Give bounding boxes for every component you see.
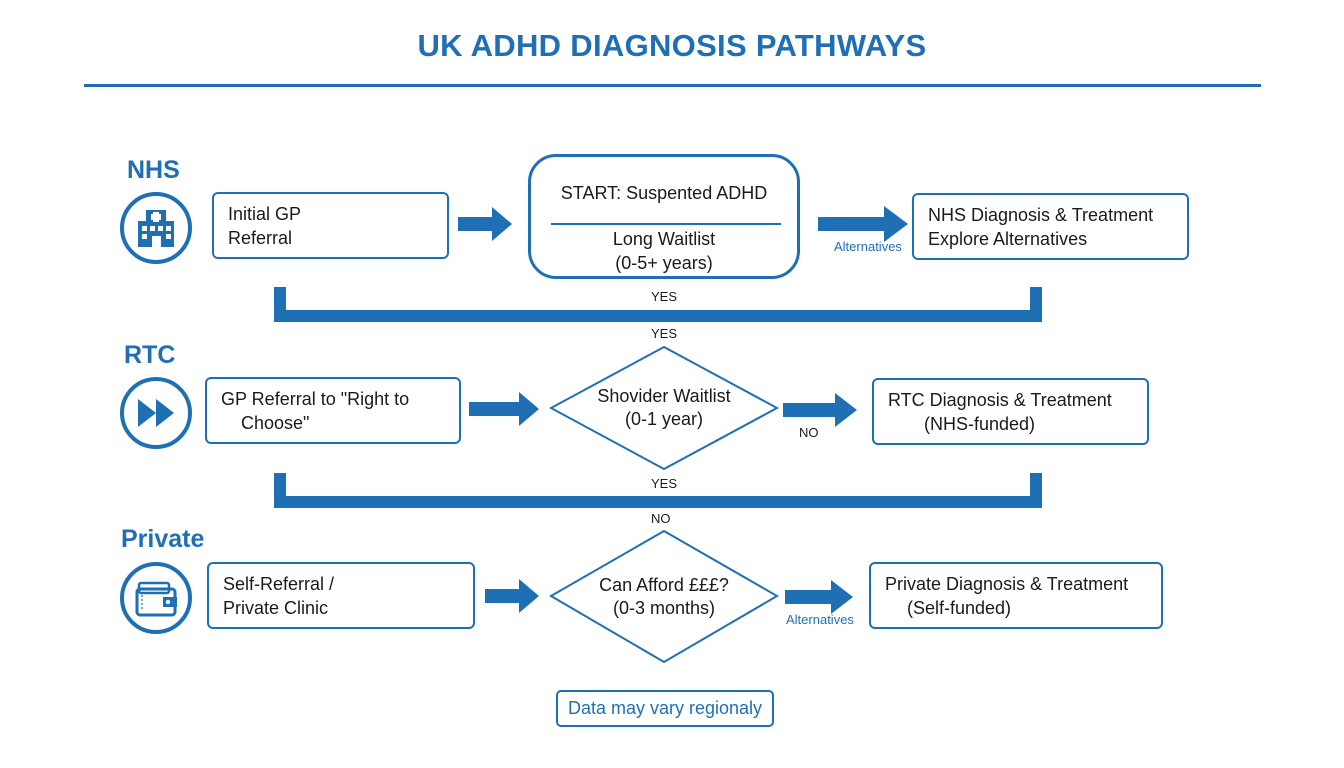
rtc-no-label: NO: [799, 425, 819, 440]
start-divider: [551, 223, 781, 225]
title-divider: [84, 84, 1261, 87]
private-self-referral-box: Self-Referral / Private Clinic: [207, 562, 475, 629]
private-alternatives-label: Alternatives: [786, 612, 854, 627]
nhs-alternatives-label: Alternatives: [834, 239, 902, 254]
rtc-outcome-line-2: (NHS-funded): [924, 413, 1036, 434]
private-self-referral-line-1: Self-Referral /: [223, 573, 335, 594]
private-outcome-box: Private Diagnosis & Treatment (Self-fund…: [869, 562, 1163, 629]
rtc-decision-diamond: [549, 345, 779, 471]
rtc-decision-node: Shovider Waitlist (0-1 year): [549, 345, 779, 471]
arrow-right-icon: [469, 392, 539, 426]
private-decision-line-1: Can Afford £££?: [599, 574, 729, 595]
private-self-referral-line-2: Private Clinic: [223, 597, 329, 618]
private-decision-no-label: NO: [651, 511, 671, 526]
rtc-gp-referral-box: GP Referral to "Right to Choose": [205, 377, 461, 444]
start-node: START: Suspented ADHD Long Waitlist (0-5…: [528, 154, 800, 279]
hospital-icon: [120, 192, 192, 264]
private-outcome-line-2: (Self-funded): [907, 597, 1012, 618]
rtc-gp-referral-line-2: Choose": [241, 412, 310, 433]
nhs-rtc-connector: [274, 287, 1042, 322]
nhs-rtc-yes-label: YES: [651, 289, 678, 304]
arrow-right-icon: [485, 579, 539, 613]
rtc-private-yes-label: YES: [651, 476, 678, 491]
private-decision-diamond: [549, 529, 779, 664]
rtc-gp-referral-line-1: GP Referral to "Right to: [221, 388, 410, 409]
fast-forward-icon: [120, 377, 192, 449]
nhs-gp-referral-line-2: Referral: [228, 227, 293, 248]
page-title: UK ADHD DIAGNOSIS PATHWAYS: [417, 28, 927, 63]
nhs-gp-referral-box: Initial GP Referral: [212, 192, 449, 259]
lane-label-rtc: RTC: [124, 341, 176, 369]
rtc-decision-line-2: (0-1 year): [624, 409, 704, 429]
arrow-right-icon: [783, 393, 857, 427]
nhs-gp-referral-line-1: Initial GP: [228, 203, 302, 224]
start-detail-line-1: Long Waitlist: [612, 229, 716, 249]
rtc-decision-line-1: Shovider Waitlist: [597, 386, 731, 406]
private-outcome-line-1: Private Diagnosis & Treatment: [885, 573, 1129, 594]
lane-label-nhs: NHS: [127, 156, 180, 184]
start-title: START: Suspented ADHD: [560, 183, 768, 203]
regional-variation-note: Data may vary regionaly: [556, 690, 774, 727]
private-decision-line-2: (0-3 months): [612, 597, 716, 618]
lane-label-private: Private: [121, 525, 205, 553]
arrow-right-icon: [785, 580, 853, 614]
nhs-outcome-box: NHS Diagnosis & Treatment Explore Altern…: [912, 193, 1189, 260]
rtc-private-connector: [274, 473, 1042, 508]
nhs-outcome-line-1: NHS Diagnosis & Treatment: [928, 204, 1154, 225]
wallet-icon: [120, 562, 192, 634]
rtc-outcome-box: RTC Diagnosis & Treatment (NHS-funded): [872, 378, 1149, 445]
arrow-right-icon: [818, 206, 908, 242]
nhs-outcome-line-2: Explore Alternatives: [928, 228, 1088, 249]
start-detail-line-2: (0-5+ years): [615, 253, 713, 273]
private-decision-node: Can Afford £££? (0-3 months): [549, 529, 779, 664]
rtc-outcome-line-1: RTC Diagnosis & Treatment: [888, 389, 1112, 410]
rtc-decision-yes-label: YES: [651, 326, 678, 341]
arrow-right-icon: [458, 207, 512, 241]
